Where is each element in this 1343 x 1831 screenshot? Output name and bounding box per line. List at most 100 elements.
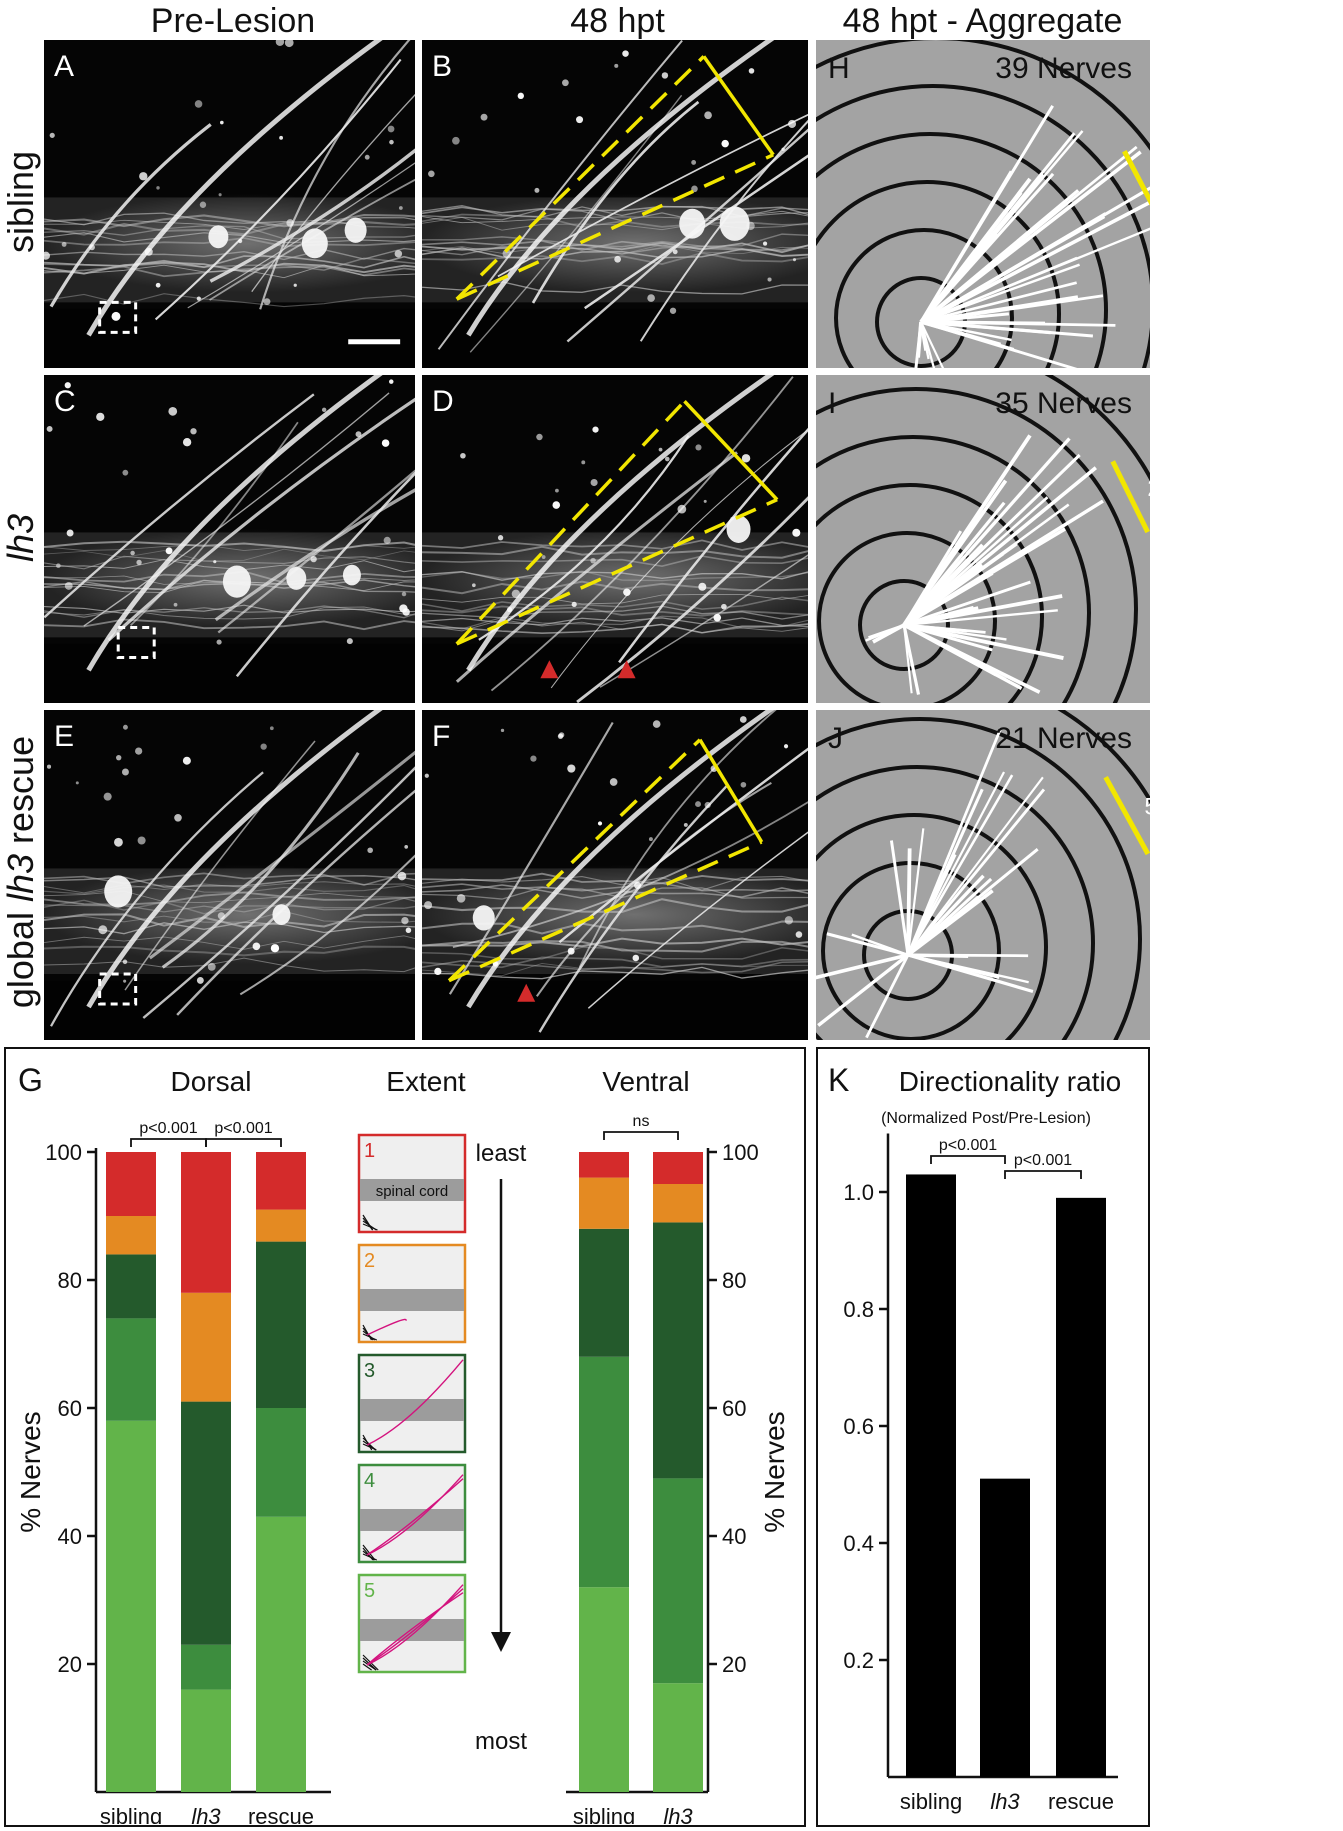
nerve [448, 721, 614, 995]
nerve-vector [906, 828, 925, 956]
bead [135, 747, 143, 755]
polar-svg: 26% [816, 375, 1150, 703]
bead [792, 258, 797, 262]
cell-body [342, 564, 361, 586]
ventral-region [44, 643, 415, 703]
fiber [422, 605, 808, 620]
nerve-vector [919, 177, 1032, 324]
bead [182, 756, 191, 765]
panel-letter-J: J [828, 722, 843, 755]
bead [64, 382, 71, 389]
bead [381, 439, 390, 447]
nerve [239, 854, 415, 996]
k-x-tick-label: lh3 [990, 1789, 1020, 1814]
extent-spinal-cord [360, 1289, 464, 1311]
extent-nerve-stub [362, 1223, 378, 1231]
bead [567, 947, 575, 955]
nerve [142, 766, 415, 1019]
dorsal-significance-label: p<0.001 [139, 1120, 197, 1137]
bead [196, 976, 204, 984]
extent-nerve [366, 1474, 464, 1556]
bead [555, 488, 559, 493]
percent-label: 26% [1147, 475, 1150, 502]
nerve-vector [902, 437, 1071, 627]
bead [669, 307, 677, 314]
bead [472, 583, 476, 588]
spinal-cord-label: spinal cord [376, 1183, 449, 1200]
fiber [44, 897, 415, 913]
fiber [44, 225, 415, 240]
fiber [422, 937, 808, 948]
bead [56, 563, 61, 569]
ventral-y-tick-label: 20 [722, 1652, 746, 1677]
ventral-bar-segment [579, 1228, 629, 1357]
polar-ring [816, 435, 1091, 703]
nerve [161, 752, 360, 969]
dorsal-y-tick-label: 100 [45, 1140, 82, 1165]
bead [111, 311, 121, 321]
nerve-vector [865, 623, 905, 642]
nerve [639, 119, 808, 342]
bead [677, 504, 687, 514]
fiber [422, 872, 808, 885]
bead [238, 238, 243, 244]
ventral-x-tick-label: lh3 [663, 1804, 693, 1824]
fiber [44, 899, 415, 915]
bead [460, 452, 466, 459]
nerve-vector [920, 320, 1116, 327]
bead [216, 639, 222, 645]
extent-nerve-stub [362, 1443, 377, 1451]
fiber [422, 233, 808, 248]
nerve-vector [903, 499, 1104, 627]
dorsal-y-tick-label: 40 [58, 1524, 82, 1549]
nerve [587, 831, 808, 1009]
ventral-significance-label: ns [633, 1113, 650, 1130]
ventral-bar-segment [653, 1478, 703, 1684]
bead [632, 954, 640, 962]
nerve-vector [816, 953, 909, 980]
bead [480, 113, 488, 121]
bead [721, 139, 729, 148]
cone-arc [698, 738, 764, 843]
bead [562, 79, 569, 87]
k-x-tick-label: sibling [900, 1789, 962, 1814]
dorsal-bar-segment [106, 1420, 156, 1792]
fiber [44, 264, 415, 279]
nerve [217, 469, 415, 634]
dorsal-significance-bracket [130, 1138, 207, 1147]
nerve-vector [902, 624, 921, 695]
cell-body [726, 515, 751, 543]
k-bar [1056, 1197, 1106, 1777]
fiber [44, 213, 415, 228]
k-x-tick-label: rescue [1048, 1789, 1114, 1814]
bead [122, 469, 129, 476]
k-significance-label: p<0.001 [939, 1137, 997, 1154]
dorsal-bar-segment [106, 1152, 156, 1216]
bead [293, 283, 297, 287]
nerve-vector [907, 953, 1029, 958]
ventral-x-tick-label: sibling [573, 1804, 635, 1824]
ventral-bar-segment [579, 1152, 629, 1178]
row-label-lh3: lh3 [0, 513, 41, 563]
ventral-y-tick-label: 100 [722, 1140, 759, 1165]
extent-nerve [366, 1318, 407, 1336]
bead [536, 433, 543, 441]
nerve-vector [903, 609, 1058, 627]
fiber [422, 244, 808, 255]
micrograph-B: B [422, 40, 808, 368]
bead [364, 154, 370, 160]
bead [590, 557, 596, 564]
cell-body [344, 217, 367, 243]
polar-plot-J: 53% J 21 Nerves [816, 710, 1150, 1040]
nerve-vector [865, 954, 910, 1039]
ventral-y-label: % Nerves [759, 1411, 790, 1532]
polar-background [816, 375, 1150, 703]
nerve-vector [903, 503, 1070, 627]
lesion-box [98, 300, 138, 334]
nerve-vector [903, 623, 1007, 641]
nerve-vector [920, 227, 1150, 324]
nerve [490, 376, 794, 692]
panel-letter-G: G [18, 1062, 43, 1098]
rescue-gene: lh3 [0, 853, 41, 903]
nerve-vector [903, 580, 1031, 627]
